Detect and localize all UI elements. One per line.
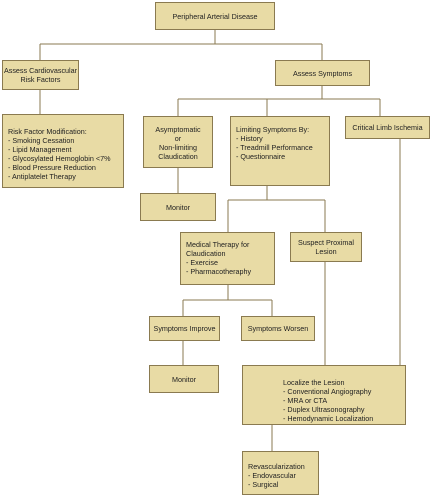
node-symptoms-improve: Symptoms Improve (149, 316, 220, 341)
node-asymptomatic: Asymptomatic or Non-limiting Claudicatio… (143, 116, 213, 168)
node-medical-therapy: Medical Therapy for Claudication - Exerc… (180, 232, 275, 285)
node-monitor-improve: Monitor (149, 365, 219, 393)
node-monitor-asymptomatic: Monitor (140, 193, 216, 221)
node-symptoms-worsen: Symptoms Worsen (241, 316, 315, 341)
node-critical-limb-ischemia: Critical Limb Ischemia (345, 116, 430, 139)
node-limiting-symptoms: Limiting Symptoms By: - History - Treadm… (230, 116, 330, 186)
node-assess-cardiovascular-risk-factors: Assess Cardiovascular Risk Factors (2, 60, 79, 90)
node-peripheral-arterial-disease: Peripheral Arterial Disease (155, 2, 275, 30)
node-suspect-proximal-lesion: Suspect Proximal Lesion (290, 232, 362, 262)
node-localize-lesion: Localize the Lesion - Conventional Angio… (242, 365, 406, 425)
node-assess-symptoms: Assess Symptoms (275, 60, 370, 86)
node-risk-factor-modification: Risk Factor Modification: - Smoking Cess… (2, 114, 124, 188)
node-revascularization: Revascularization - Endovascular - Surgi… (242, 451, 319, 495)
